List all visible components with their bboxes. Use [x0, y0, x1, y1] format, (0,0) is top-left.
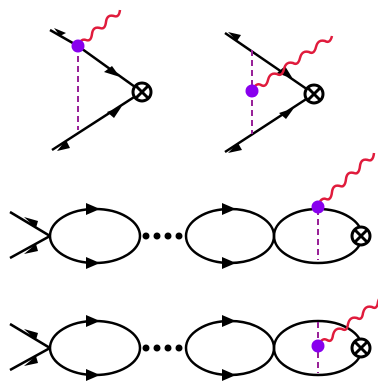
fermion-line-upper — [224, 31, 315, 96]
bubble-loop — [184, 207, 276, 265]
bubble-loop — [48, 207, 142, 265]
vertex-dot — [245, 84, 259, 98]
arrow-marker — [24, 217, 38, 228]
arrow-marker — [86, 369, 100, 381]
vertex-dot — [311, 339, 325, 353]
bubble-loop — [48, 319, 142, 377]
current-vertex-icon — [350, 225, 372, 247]
vertex-diagram-2 — [224, 31, 334, 154]
arrow-marker — [24, 356, 38, 366]
arrow-marker — [222, 369, 236, 381]
current-vertex-icon — [350, 337, 372, 359]
ellipsis-dots — [142, 232, 183, 240]
photon-line — [316, 152, 376, 207]
arrow-marker — [222, 315, 236, 327]
external-leg-upper — [9, 322, 51, 350]
vertex-dot — [71, 39, 85, 53]
arrow-marker — [24, 329, 38, 340]
arrow-marker — [57, 140, 70, 151]
external-leg-upper — [9, 210, 51, 238]
bubble-chain-2 — [9, 298, 378, 381]
fermion-line-lower — [224, 92, 315, 154]
photon-line — [316, 298, 378, 347]
arrow-marker — [104, 66, 120, 77]
photon-line — [76, 9, 122, 47]
fermion-line-lower — [51, 90, 143, 152]
arrow-marker — [86, 257, 100, 269]
external-leg-lower — [9, 234, 51, 260]
arrow-marker — [228, 32, 241, 41]
photon-line — [250, 35, 334, 92]
arrow-marker — [228, 143, 242, 153]
vertex-dot — [311, 200, 325, 214]
bubble-loop — [184, 319, 276, 377]
arrow-marker — [277, 66, 293, 79]
arrow-marker — [279, 108, 294, 119]
vertex-diagram-1 — [49, 9, 153, 152]
current-vertex-icon — [303, 83, 325, 105]
ellipsis-dots — [142, 344, 183, 352]
arrow-marker — [24, 244, 38, 254]
arrow-marker — [54, 28, 66, 36]
arrow-marker — [107, 106, 122, 118]
arrow-marker — [222, 257, 236, 269]
arrow-marker — [86, 315, 100, 327]
arrow-marker — [222, 203, 236, 215]
bubble-chain-1 — [9, 152, 376, 269]
current-vertex-icon — [131, 81, 153, 103]
arrow-marker — [86, 203, 100, 215]
external-leg-lower — [9, 346, 51, 372]
